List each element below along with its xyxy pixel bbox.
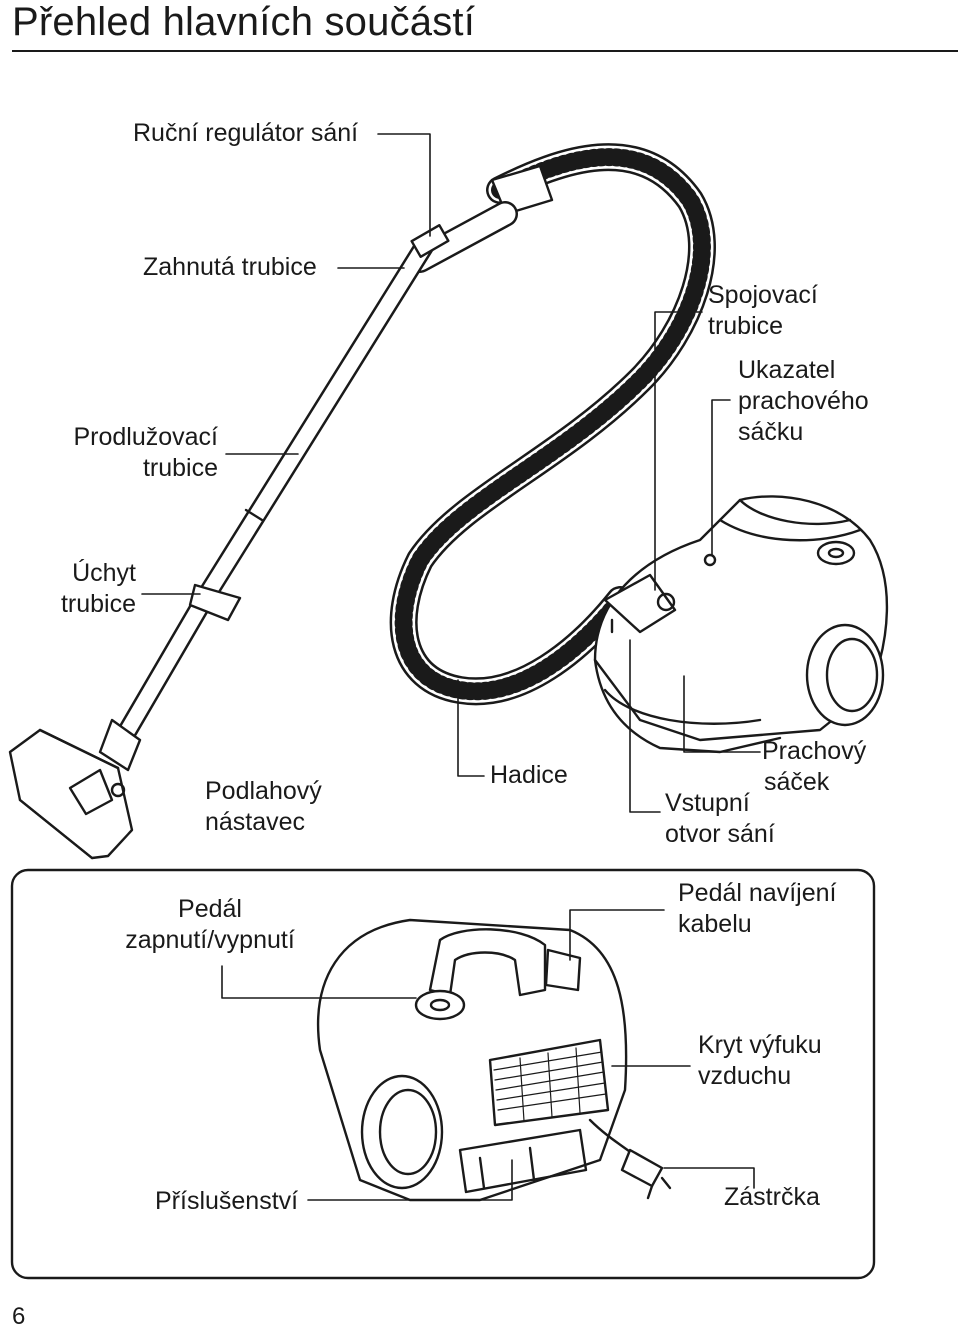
vacuum-rear-view-drawing xyxy=(316,918,672,1202)
tube-holder-clip xyxy=(188,583,242,622)
label-power-pedal-line1: Pedál xyxy=(178,895,242,923)
detail-panel-frame xyxy=(10,868,876,1280)
title-rule xyxy=(12,50,958,52)
label-dust-bag-indicator-line3: sáčku xyxy=(738,418,804,446)
label-floor-nozzle-line2: nástavec xyxy=(205,808,306,836)
label-tube-holder-line2: trubice xyxy=(60,590,136,618)
label-dust-bag-indicator: Ukazatel prachového sáčku xyxy=(738,355,869,448)
label-connecting-tube: Spojovací trubice xyxy=(708,280,818,342)
label-suction-inlet-line1: Vstupní xyxy=(665,789,750,817)
label-dust-bag-line2: sáček xyxy=(764,768,830,796)
label-tube-holder: Úchyt trubice xyxy=(20,558,136,620)
label-tube-holder-line1: Úchyt xyxy=(72,559,136,587)
label-power-pedal: Pedál zapnutí/vypnutí xyxy=(110,894,310,956)
page-number: 6 xyxy=(12,1303,26,1330)
label-dust-bag: Prachový sáček xyxy=(762,736,866,798)
label-extension-tube-line1: Prodlužovací xyxy=(73,423,218,451)
label-dust-bag-indicator-line2: prachového xyxy=(738,387,869,415)
floor-nozzle-drawing xyxy=(8,718,142,860)
label-dust-bag-indicator-line1: Ukazatel xyxy=(738,356,836,384)
label-cable-rewind-pedal-line2: kabelu xyxy=(678,910,752,938)
label-curved-tube: Zahnutá trubice xyxy=(143,253,317,281)
extension-tube-drawing xyxy=(118,235,435,740)
label-extension-tube-line2: trubice xyxy=(142,454,218,482)
label-cable-rewind-pedal-line1: Pedál navíjení xyxy=(678,879,837,907)
label-cable-rewind-pedal: Pedál navíjení kabelu xyxy=(678,878,836,940)
label-connecting-tube-line1: Spojovací xyxy=(708,281,818,309)
vacuum-body-drawing xyxy=(593,495,889,754)
label-hose: Hadice xyxy=(490,761,568,789)
label-extension-tube: Prodlužovací trubice xyxy=(40,422,218,484)
label-exhaust-cover-line1: Kryt výfuku xyxy=(698,1031,822,1059)
label-exhaust-cover: Kryt výfuku vzduchu xyxy=(698,1030,822,1092)
label-floor-nozzle: Podlahový nástavec xyxy=(205,776,322,838)
label-dust-bag-line1: Prachový xyxy=(762,737,867,765)
label-power-pedal-line2: zapnutí/vypnutí xyxy=(125,926,295,954)
label-accessories: Příslušenství xyxy=(155,1187,299,1215)
page-title: Přehled hlavních součástí xyxy=(12,0,476,44)
label-plug: Zástrčka xyxy=(724,1183,820,1211)
label-manual-suction-regulator: Ruční regulátor sání xyxy=(133,119,359,147)
label-exhaust-cover-line2: vzduchu xyxy=(698,1062,792,1090)
suction-regulator-slider xyxy=(410,224,450,258)
label-suction-inlet: Vstupní otvor sání xyxy=(665,788,775,850)
label-floor-nozzle-line1: Podlahový xyxy=(205,777,322,805)
hose-drawing xyxy=(389,143,716,706)
leader-lines xyxy=(141,133,761,1201)
label-suction-inlet-line2: otvor sání xyxy=(665,820,775,848)
label-connecting-tube-line2: trubice xyxy=(708,312,784,340)
